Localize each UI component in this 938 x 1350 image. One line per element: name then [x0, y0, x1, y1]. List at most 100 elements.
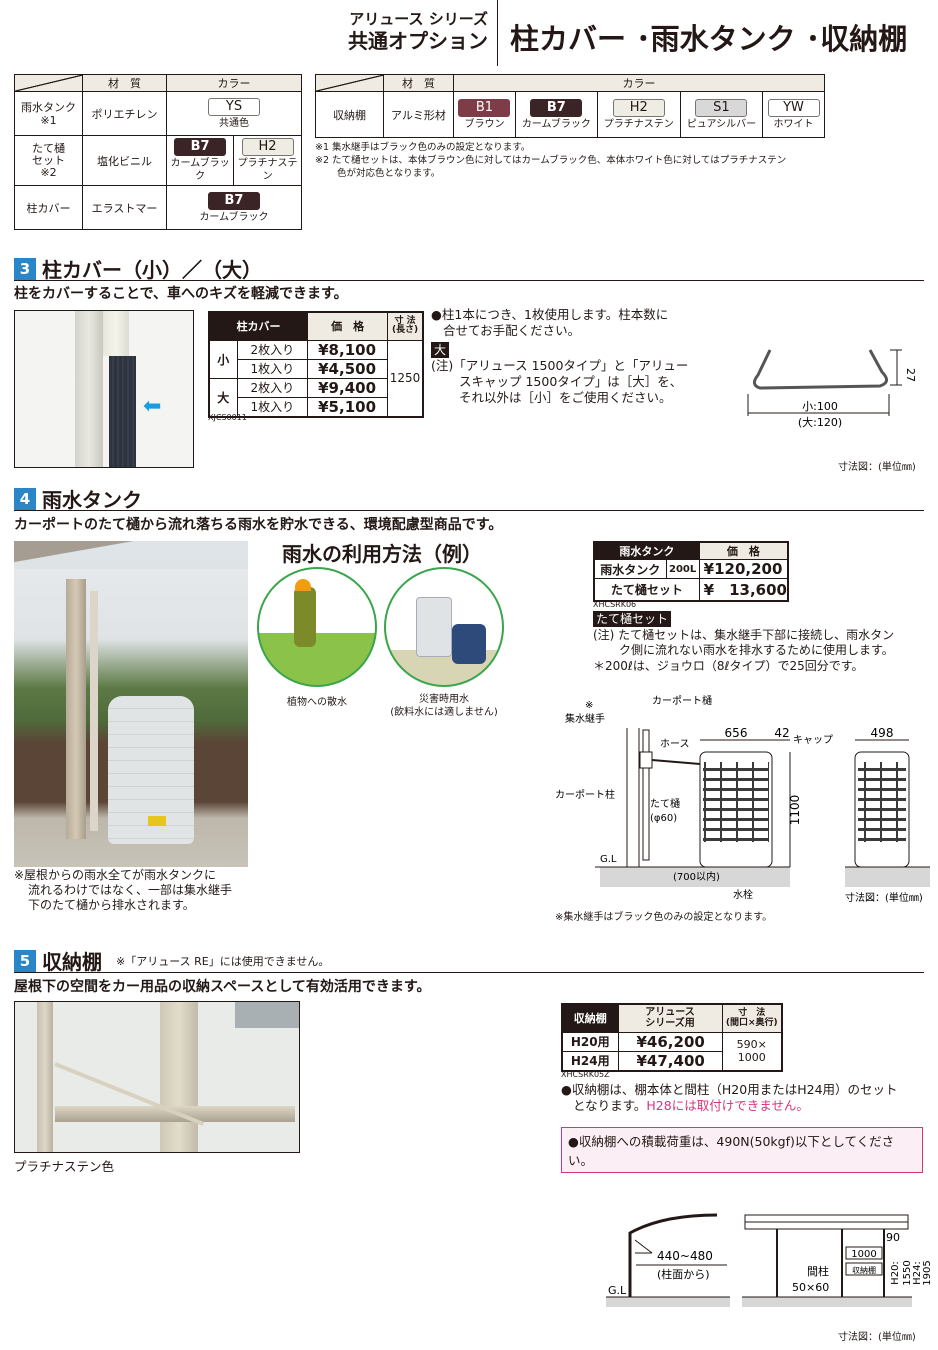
- photo-note: ※屋根からの雨水全てが雨水タンクに 流れるわけではなく、一部は集水継手 下のたて…: [14, 868, 232, 913]
- color-name: ホワイト: [773, 118, 814, 130]
- note-1: ※1 集水継手はブラック色のみの設定となります。: [315, 142, 531, 153]
- label-joint: 集水継手: [565, 712, 605, 725]
- note-line: (注) たて樋セットは、集水継手下部に接続し、雨水タン: [593, 627, 895, 642]
- item-name: 雨水タンク: [593, 559, 667, 579]
- color-name: ピュアシルバー: [686, 118, 757, 130]
- usage-2-line: 災害時用水: [419, 694, 469, 705]
- tank-bricks: [703, 762, 769, 842]
- dim-42: 42: [774, 726, 789, 740]
- color-notes: ※1 集水継手はブラック色のみの設定となります。 ※2 たて樋セットは、本体ブラ…: [315, 141, 915, 180]
- diagonal-header-cell: [14, 74, 83, 92]
- color-name: カームブラック: [521, 118, 591, 130]
- product-code: XJCS0011: [208, 413, 247, 422]
- storage-shelf-dimension-drawing: 440~480 (柱面から) G.L 1000 収納棚 90 間柱 50×60 …: [606, 1213, 932, 1307]
- color-chip-b1: B1: [458, 98, 511, 117]
- label-post: 間柱: [807, 1264, 829, 1278]
- color-chip-yw: YW: [767, 98, 820, 117]
- dim-width-small: 小:100: [802, 400, 838, 413]
- rain-tank-photo: [14, 541, 248, 867]
- rain-tank-dimension-drawing: 656 42 498 1100 カーポート樋 ※ 集水継手 ホース キャップ カ…: [555, 694, 930, 904]
- note-line: スキャップ 1500タイプ」は［大］を、: [459, 374, 683, 389]
- section-rule: [14, 972, 924, 973]
- post-cover-dimension-drawing: 27 小:100 (大:120): [747, 349, 917, 429]
- label-distance: (700以内): [673, 870, 720, 883]
- tank-label-image: [148, 816, 166, 826]
- label-h24-value: 1905: [922, 1260, 932, 1285]
- bullet-line: 合せてお手配ください。: [443, 323, 581, 338]
- item-name: H20用: [561, 1031, 619, 1052]
- dim-1100: 1100: [788, 795, 802, 826]
- color-chip-h2: H2: [612, 98, 665, 117]
- table-header-size: 寸 法 (長さ): [387, 311, 424, 341]
- item-downpipe-set: たて樋 セット ※2: [14, 135, 83, 186]
- color-header: カラー: [453, 74, 825, 92]
- shelf-label-box: [845, 1262, 883, 1276]
- section-rule: [14, 510, 924, 511]
- load-warning-box: ●収納棚への積載荷重は、490N(50kgf)以下としてください。: [561, 1127, 923, 1173]
- downpipe-set-tag: たて樋セット: [593, 611, 672, 627]
- color-cell: H2 プラチナステン: [233, 135, 302, 186]
- item-rain-tank: 雨水タンク ※1: [14, 91, 83, 136]
- post-cover-photo: ⬅: [14, 310, 194, 468]
- usage-2-label: 災害時用水 (飲料水には適しません): [374, 693, 514, 719]
- material-elastomer: エラストマー: [82, 185, 167, 230]
- label-phi: (φ60): [650, 813, 677, 824]
- section-lead: 屋根下の空間をカー用品の収納スペースとして有効活用できます。: [14, 979, 431, 995]
- label-gl: G.L: [600, 854, 617, 865]
- color-chip-b7: B7: [208, 191, 260, 210]
- bullet-line: となります。: [573, 1098, 647, 1113]
- ground: [742, 1297, 912, 1307]
- post-image: [160, 1002, 198, 1152]
- price: ¥46,200: [617, 1031, 723, 1052]
- emergency-water-illustration: [384, 567, 504, 687]
- color-name: プラチナステン: [237, 158, 298, 182]
- series-line2: 共通オプション: [348, 29, 488, 53]
- material-polyethylene: ポリエチレン: [82, 91, 167, 136]
- table-header-item: 柱カバー: [208, 311, 309, 341]
- cover-profile: [753, 349, 888, 390]
- size-value: 590× 1000: [721, 1031, 783, 1071]
- storage-shelf-price-table: 収納棚 アリュース シリーズ用 寸 法 (間口×奥行) H20用 ¥46,200…: [561, 1003, 783, 1072]
- dim-caption: 寸法図：(単位㎜): [838, 462, 916, 473]
- diagram-footnote: ※集水継手はブラック色のみの設定となります。: [555, 912, 773, 923]
- black-cover-image: [109, 356, 136, 467]
- price: ¥47,400: [617, 1050, 723, 1071]
- bullet-line: ●収納棚は、棚本体と間柱（H20用またはH24用）のセット: [561, 1082, 898, 1097]
- pink-warning-inline: H28には取付けできません。: [646, 1098, 809, 1113]
- table-header-series: アリュース シリーズ用: [617, 1003, 723, 1033]
- material-aluminum: アルミ形材: [383, 91, 454, 138]
- section-lead: 柱をカバーすることで、車へのキズを軽減できます。: [14, 286, 348, 302]
- label-cap: キャップ: [793, 734, 833, 746]
- pack-qty: 2枚入り: [236, 339, 309, 360]
- price: ¥8,100: [307, 339, 389, 360]
- material-header: 材 質: [383, 74, 454, 92]
- usage-1-label: 植物への散水: [287, 697, 347, 708]
- tank-image: [108, 696, 194, 844]
- hose: [651, 759, 701, 765]
- ground: [845, 867, 930, 887]
- length-value: 1250: [387, 339, 424, 417]
- note-line: ク側に流れない雨水を排水するために使用します。: [619, 643, 894, 657]
- price: ¥120,200: [698, 559, 789, 579]
- section-title: 柱カバー（小）／（大）: [42, 258, 262, 282]
- note-line: ＊200ℓは、ジョウロ（8ℓタイプ）で25回分です。: [593, 658, 864, 673]
- downpipe-set-note: たて樋セット (注) たて樋セットは、集水継手下部に接続し、雨水タン ク側に流れ…: [593, 611, 894, 674]
- page-title: 柱カバー ･雨水タンク ･収納棚: [510, 22, 908, 56]
- dim-caption: 寸法図：(単位㎜): [845, 891, 923, 904]
- pack-qty: 2枚入り: [236, 377, 309, 398]
- label-shelf: 収納棚: [852, 1265, 876, 1275]
- post-cover-price-table: 柱カバー 価 格 寸 法 (長さ) 小 2枚入り ¥8,100 1250 1枚入…: [208, 311, 424, 418]
- label-mark: ※: [585, 700, 593, 711]
- size-large: 大: [208, 377, 238, 417]
- section-5-header: 5 収納棚 ※「アリュース RE」には使用できません。: [14, 946, 329, 975]
- watering-plants-illustration: [257, 567, 377, 687]
- carport-side-profile: [628, 1213, 718, 1297]
- table-header-item: 雨水タンク: [593, 541, 700, 560]
- color-name: カームブラック: [170, 158, 230, 182]
- color-cell: B7 カームブラック: [165, 135, 235, 186]
